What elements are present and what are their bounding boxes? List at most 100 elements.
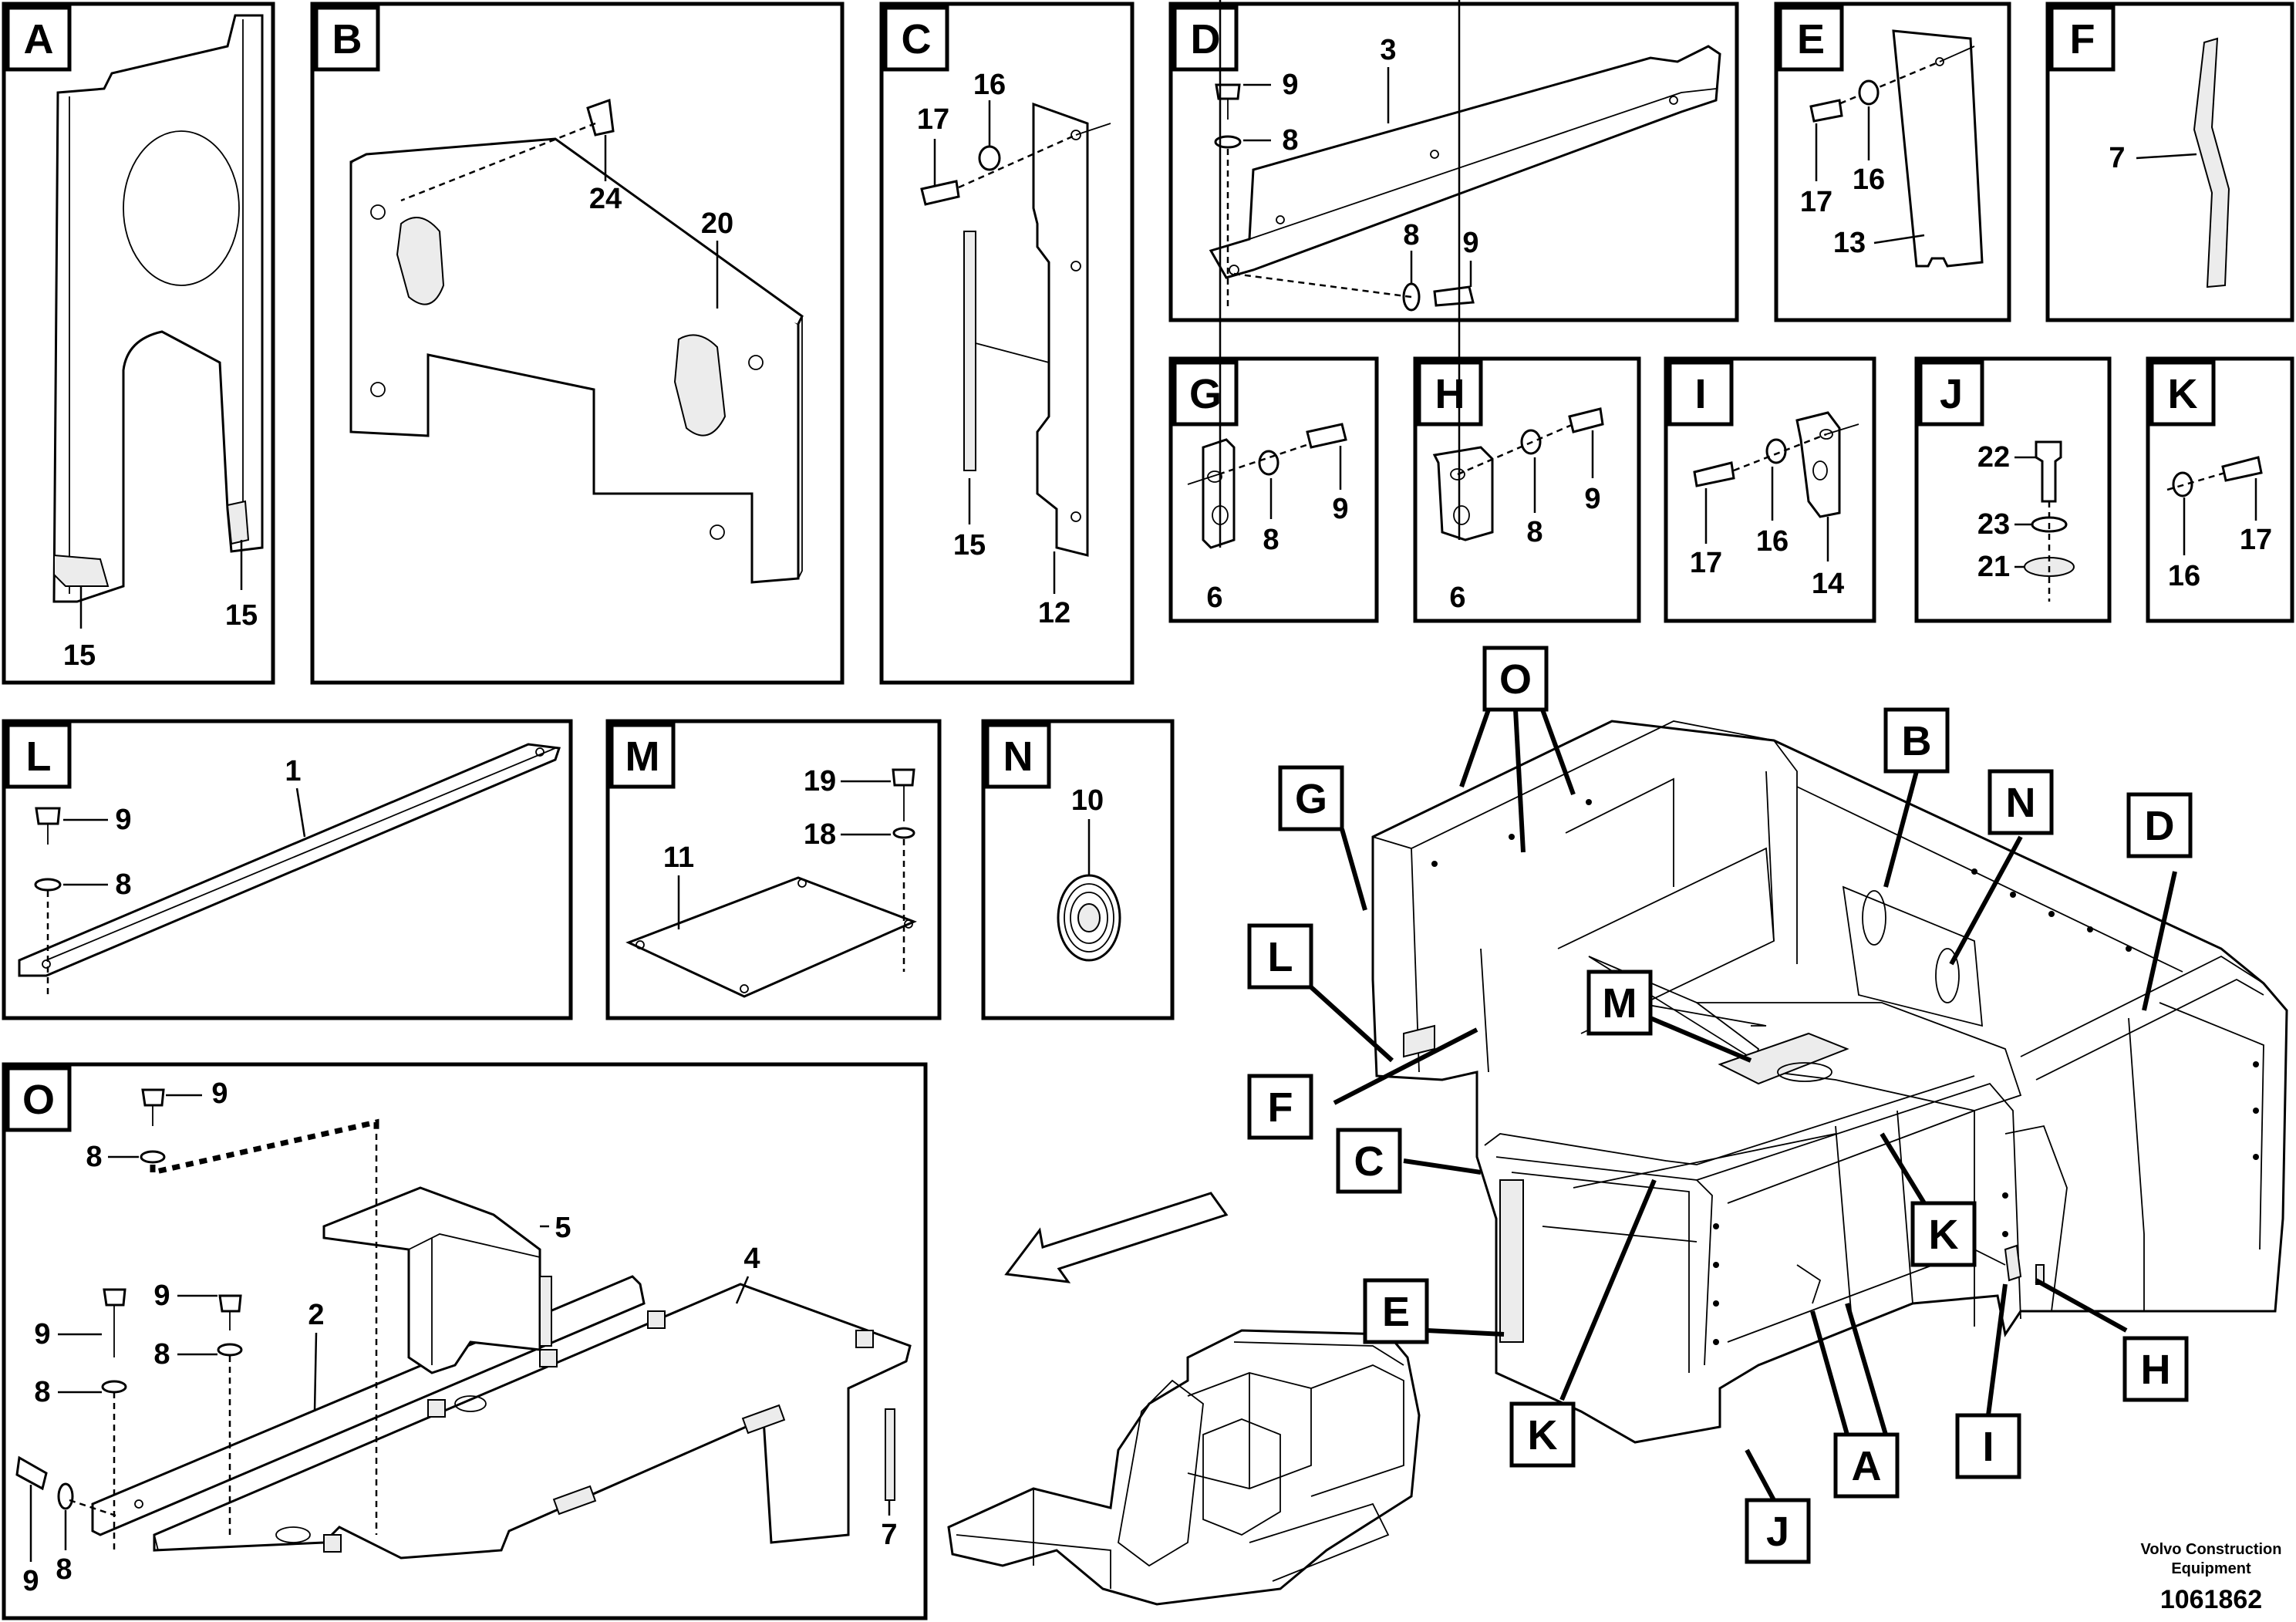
panel-e-letter: E xyxy=(1797,16,1825,62)
callout-d-8-bottom: 8 xyxy=(1403,219,1419,251)
long-rail-part xyxy=(18,743,561,977)
overview-tag-g: G xyxy=(1295,776,1327,822)
callout-c-15: 15 xyxy=(953,529,986,561)
angle-rail-part xyxy=(1209,45,1721,279)
panel-b: B 24 20 xyxy=(310,2,845,685)
overview-tag-o: O xyxy=(1499,656,1532,703)
callout-h-8: 8 xyxy=(1526,516,1542,548)
overview-tag-n: N xyxy=(2006,780,2036,826)
panel-f-letter: F xyxy=(2070,16,2095,62)
panel-f: F 7 xyxy=(2045,2,2294,322)
panel-m: M 19 18 11 xyxy=(605,719,942,1020)
panel-n-letter: N xyxy=(1003,733,1033,780)
overview-tag-l: L xyxy=(1268,934,1293,980)
callout-o-2: 2 xyxy=(308,1299,324,1331)
callout-d-8-top: 8 xyxy=(1282,124,1298,157)
document-number: 1061862 xyxy=(2160,1585,2262,1614)
panel-j-letter: J xyxy=(1940,371,1963,417)
callout-b-20: 20 xyxy=(701,207,733,240)
callout-m-19: 19 xyxy=(804,765,836,798)
callout-e-16: 16 xyxy=(1853,164,1885,196)
mounting-plate-part xyxy=(349,137,804,584)
bracket-housing-part xyxy=(322,1186,552,1374)
callout-i-17: 17 xyxy=(1690,547,1722,579)
overview-tag-m: M xyxy=(1603,980,1637,1027)
callout-i-16: 16 xyxy=(1756,525,1789,558)
company-name-line1: Volvo Construction xyxy=(2141,1541,2282,1558)
panel-n: N 10 xyxy=(981,719,1175,1020)
panel-g-letter: G xyxy=(1189,371,1222,417)
overview-tag-h: H xyxy=(2141,1347,2171,1393)
callout-h-6: 6 xyxy=(1449,582,1465,614)
callout-o-8-mid-left: 8 xyxy=(34,1376,50,1408)
panel-o-letter: O xyxy=(22,1077,55,1123)
callout-n-10: 10 xyxy=(1071,784,1104,817)
callout-o-9-mid-right: 9 xyxy=(153,1280,170,1312)
panel-g: G 6 8 9 xyxy=(1168,0,1379,623)
callout-c-12: 12 xyxy=(1038,597,1070,629)
bolt-part xyxy=(2035,440,2062,503)
panel-c: C 17 16 15 12 xyxy=(879,2,1135,685)
callout-j-23: 23 xyxy=(1977,508,2010,541)
callout-j-22: 22 xyxy=(1977,441,2010,474)
callout-j-21: 21 xyxy=(1977,551,2010,583)
panel-k-letter: K xyxy=(2168,371,2198,417)
callout-l-8: 8 xyxy=(115,868,131,901)
callout-c-17: 17 xyxy=(917,103,949,136)
panel-d: D 9 8 3 8 9 xyxy=(1168,2,1739,322)
direction-arrow xyxy=(1004,1192,1229,1283)
panel-m-letter: M xyxy=(625,733,660,780)
overview-tag-e: E xyxy=(1382,1289,1410,1335)
panel-h-letter: H xyxy=(1435,371,1465,417)
panel-e: E 17 16 13 xyxy=(1774,2,2011,322)
overview-tag-i: I xyxy=(1982,1424,1994,1470)
overview-tag-c: C xyxy=(1354,1138,1384,1185)
callout-a-15-left: 15 xyxy=(63,639,96,672)
callout-m-18: 18 xyxy=(804,818,836,851)
panel-i-letter: I xyxy=(1694,371,1706,417)
overview-tag-k-left: K xyxy=(1528,1412,1558,1458)
callout-o-5: 5 xyxy=(555,1212,571,1244)
callout-o-9-top: 9 xyxy=(211,1077,228,1110)
overview-tag-b: B xyxy=(1902,718,1932,764)
callout-o-8-top: 8 xyxy=(86,1141,102,1173)
callout-g-8: 8 xyxy=(1263,524,1279,556)
clip-bracket-part-i xyxy=(1795,411,1841,518)
floor-plate-part xyxy=(153,1283,912,1560)
panel-l-letter: L xyxy=(26,733,52,780)
company-name-line2: Equipment xyxy=(2171,1560,2251,1577)
callout-o-7: 7 xyxy=(881,1519,897,1551)
callout-d-9-bottom: 9 xyxy=(1462,227,1478,259)
overview-leaders xyxy=(1309,708,2177,1502)
callout-l-9: 9 xyxy=(115,804,131,836)
panel-l: L 9 8 1 xyxy=(2,719,573,1020)
callout-o-4: 4 xyxy=(743,1243,760,1275)
overview-tag-j: J xyxy=(1766,1509,1789,1555)
panel-i: I 17 16 14 xyxy=(1664,356,1876,623)
callout-o-8-bottom: 8 xyxy=(56,1553,72,1586)
callout-i-14: 14 xyxy=(1812,568,1844,600)
panel-j: J 22 23 21 xyxy=(1914,356,2112,623)
callout-h-9: 9 xyxy=(1584,483,1600,515)
panel-h: H 6 8 9 xyxy=(1413,0,1641,623)
callout-b-24: 24 xyxy=(589,183,622,215)
callout-e-13: 13 xyxy=(1833,227,1866,259)
overview-tag-a: A xyxy=(1852,1443,1882,1489)
callout-d-9-top: 9 xyxy=(1282,69,1298,101)
panel-b-letter: B xyxy=(332,16,362,62)
callout-a-15-right: 15 xyxy=(225,599,258,632)
panel-o: O xyxy=(2,1062,928,1620)
overview-tags: O B N D G L M F C K E K H I A J xyxy=(1247,646,2193,1564)
callout-f-7: 7 xyxy=(2109,142,2125,174)
panel-a-letter: A xyxy=(24,16,54,62)
panel-d-letter: D xyxy=(1191,16,1221,62)
callout-l-1: 1 xyxy=(285,755,301,787)
callout-m-11: 11 xyxy=(663,841,694,874)
panel-c-letter: C xyxy=(902,16,932,62)
callout-o-9-mid-left: 9 xyxy=(34,1318,50,1351)
strip-part xyxy=(2193,37,2230,288)
overview-tag-f: F xyxy=(1268,1084,1293,1131)
clip-bracket-part-h xyxy=(1432,446,1494,541)
machine-thumbnail xyxy=(947,1329,1421,1606)
